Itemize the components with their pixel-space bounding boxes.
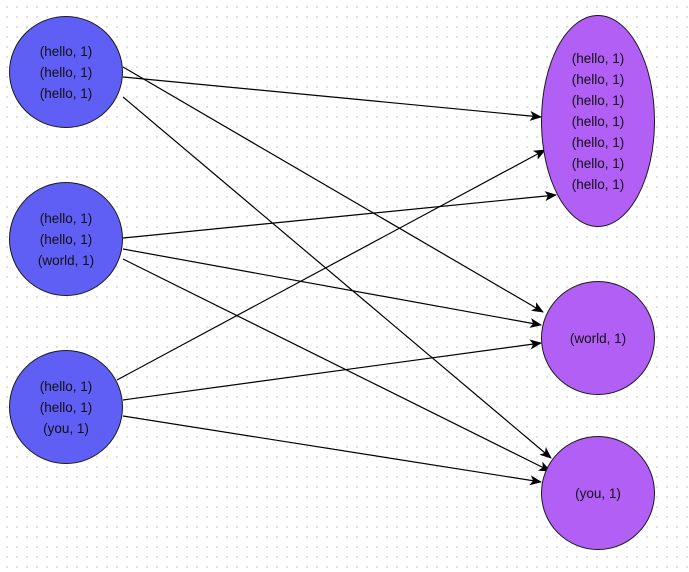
pair-label: (hello, 1) (571, 92, 625, 108)
pair-label: (world, 1) (37, 252, 95, 268)
pair-label: (hello, 1) (571, 50, 625, 66)
reduce-node-world: (world, 1) (541, 281, 655, 395)
edge-m1-to-r1 (122, 76, 542, 121)
edge-m3-to-r2 (122, 339, 542, 401)
map-node-1: (hello, 1) (hello, 1) (hello, 1) (9, 16, 123, 128)
pair-label: (hello, 1) (39, 378, 93, 394)
edge-m2-to-r1 (122, 191, 557, 239)
edge-m3-to-r1 (116, 149, 546, 381)
edge-m2-to-r3 (122, 258, 551, 472)
pair-label: (hello, 1) (571, 71, 625, 87)
pair-label: (hello, 1) (39, 399, 93, 415)
map-node-3: (hello, 1) (hello, 1) (you, 1) (9, 350, 123, 464)
pair-label: (you, 1) (575, 485, 621, 501)
pair-label: (hello, 1) (571, 134, 625, 150)
pair-label: (hello, 1) (39, 231, 93, 247)
edge-m2-to-r2 (122, 248, 542, 328)
pair-label: (hello, 1) (571, 176, 625, 192)
pair-label: (hello, 1) (571, 113, 625, 129)
pair-label: (hello, 1) (39, 210, 93, 226)
reduce-node-hello: (hello, 1) (hello, 1) (hello, 1) (hello,… (541, 15, 655, 227)
pair-label: (world, 1) (569, 330, 627, 346)
map-node-2: (hello, 1) (hello, 1) (world, 1) (9, 182, 123, 296)
pair-label: (hello, 1) (571, 155, 625, 171)
edge-m1-to-r3 (122, 96, 552, 459)
edge-m1-to-r2 (122, 66, 544, 313)
pair-label: (hello, 1) (39, 43, 93, 59)
pair-label: (hello, 1) (39, 85, 93, 101)
pair-label: (you, 1) (43, 420, 89, 436)
edge-m3-to-r3 (122, 415, 542, 486)
reduce-node-you: (you, 1) (541, 436, 655, 550)
pair-label: (hello, 1) (39, 64, 93, 80)
